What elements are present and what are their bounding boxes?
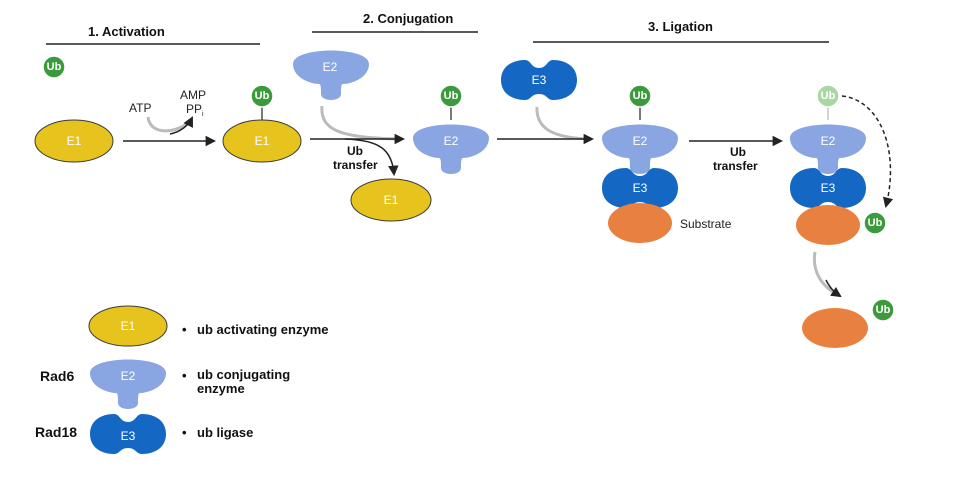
svg-text:E3: E3: [821, 181, 836, 195]
ub-transfer-label-1b: transfer: [333, 158, 378, 172]
svg-text:E2: E2: [323, 60, 338, 74]
svg-text:Ub: Ub: [255, 90, 270, 102]
e2-ub-complex: Ub E2: [413, 84, 489, 174]
atp-curve: [146, 116, 193, 133]
svg-text:E1: E1: [384, 193, 399, 207]
legend-e3: Rad18 E3 • ub ligase: [35, 414, 253, 454]
legend: E1 • ub activating enzyme Rad6 E2 • ub c…: [35, 305, 328, 454]
svg-text:Ub: Ub: [876, 304, 891, 316]
svg-text:E2: E2: [121, 369, 136, 383]
legend-e1: E1 • ub activating enzyme: [88, 305, 328, 347]
svg-text:Ub: Ub: [821, 90, 836, 102]
amp-label: AMP: [180, 88, 206, 102]
stage-conjugation-title: 2. Conjugation: [363, 11, 453, 26]
svg-text:E2: E2: [444, 134, 459, 148]
svg-text:Ub: Ub: [47, 61, 62, 73]
e1-release-arrow: [344, 138, 399, 177]
svg-text:Ub: Ub: [444, 90, 459, 102]
e3-entry-curve: [535, 106, 591, 141]
legend-e2: Rad6 E2 • ub conjugating enzyme: [40, 359, 290, 409]
e1-ub-complex: Ub E1: [222, 84, 302, 163]
e2-incoming: E2: [293, 50, 369, 100]
svg-text:E2: E2: [633, 134, 648, 148]
stage-conjugation: 2. Conjugation: [312, 11, 478, 33]
substrate-label: Substrate: [680, 217, 732, 231]
svg-text:Ub: Ub: [633, 90, 648, 102]
e2-entry-curve: [320, 105, 401, 141]
svg-text:E3: E3: [633, 181, 648, 195]
release-curve: [812, 251, 841, 298]
amp-arrow: [169, 116, 193, 135]
svg-text:E3: E3: [532, 73, 547, 87]
ub-transfer-label-2a: Ub: [730, 145, 746, 159]
legend-e2-desc-2: enzyme: [197, 381, 245, 396]
ub-transfer-label-1a: Ub: [347, 144, 363, 158]
e1-released: E1: [350, 178, 432, 222]
dashed-transfer-arrow: [841, 95, 894, 209]
release-arrow: [825, 279, 842, 298]
free-ub: Ub: [42, 55, 66, 79]
svg-text:E2: E2: [821, 134, 836, 148]
svg-text:E1: E1: [255, 134, 270, 148]
e3-incoming: E3: [501, 60, 577, 100]
stage-activation-title: 1. Activation: [88, 24, 165, 39]
svg-text:E1: E1: [121, 319, 136, 333]
legend-e3-desc: ub ligase: [197, 425, 253, 440]
legend-e3-name: Rad18: [35, 424, 77, 440]
legend-e2-desc-1: ub conjugating: [197, 367, 290, 382]
svg-text:E1: E1: [67, 134, 82, 148]
ub-transfer-label-2b: transfer: [713, 159, 758, 173]
stage-ligation-title: 3. Ligation: [648, 19, 713, 34]
legend-e1-desc: ub activating enzyme: [197, 322, 328, 337]
ppi-label: PPi: [186, 102, 204, 118]
stage-ligation: 3. Ligation: [533, 19, 829, 43]
atp-label: ATP: [129, 101, 151, 115]
svg-text:•: •: [182, 368, 187, 383]
svg-text:•: •: [182, 322, 187, 337]
stage-activation: 1. Activation: [46, 24, 260, 45]
legend-e2-name: Rad6: [40, 368, 74, 384]
ligation-complex: Ub E2 E3: [602, 84, 678, 243]
e1-enzyme: E1: [34, 119, 114, 163]
svg-text:•: •: [182, 425, 187, 440]
post-transfer-complex: Ub E2 E3 Ub: [790, 84, 887, 245]
svg-text:Ub: Ub: [868, 217, 883, 229]
svg-text:E3: E3: [121, 429, 136, 443]
ubiquitinated-substrate: Ub: [802, 298, 895, 348]
